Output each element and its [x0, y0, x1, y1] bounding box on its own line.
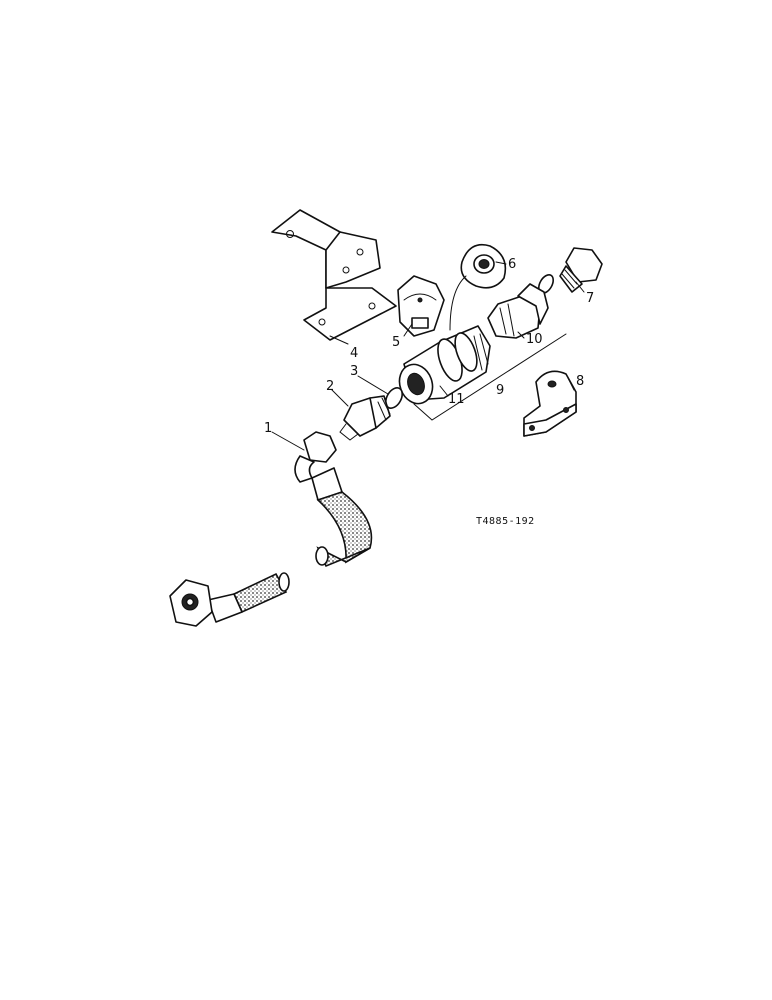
- upper-clamp-part: [397, 275, 445, 337]
- dust-cap-part: [449, 243, 507, 331]
- plug-part: [559, 247, 603, 293]
- callout-9: 9: [496, 383, 504, 398]
- female-coupler-part: [398, 325, 491, 405]
- hose-assembly-part: [169, 431, 373, 627]
- callout-11: 11: [448, 392, 465, 407]
- figure-id-label: T4885-192: [476, 516, 535, 527]
- callout-8: 8: [576, 374, 584, 389]
- callout-3: 3: [350, 364, 358, 379]
- adapter-part: [339, 395, 391, 441]
- callout-6: 6: [508, 257, 516, 272]
- male-coupling-part: [487, 283, 549, 339]
- mounting-bracket-part: [271, 209, 397, 341]
- callout-2: 2: [326, 379, 334, 394]
- callout-10: 10: [526, 332, 543, 347]
- callout-4: 4: [350, 346, 358, 361]
- lower-clamp-part: [523, 370, 577, 437]
- callout-7: 7: [586, 291, 594, 306]
- o-ring-part: [385, 387, 403, 409]
- leader-lines: [271, 261, 585, 451]
- callout-1: 1: [264, 421, 272, 436]
- callout-5: 5: [392, 335, 400, 350]
